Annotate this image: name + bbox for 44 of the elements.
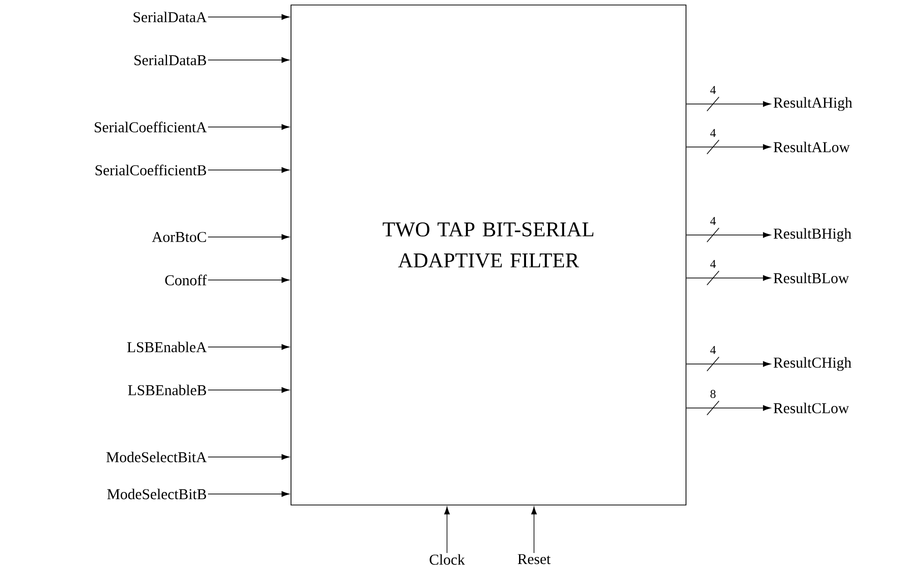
bus-width-label: 8: [710, 390, 716, 398]
arrow: [208, 277, 290, 283]
signal-label: SerialCoefficientA: [94, 122, 207, 132]
arrow: [686, 144, 771, 150]
signal-label: ResultBHigh: [774, 228, 852, 242]
signal-label: Reset: [518, 554, 551, 564]
arrow: [686, 101, 771, 107]
arrow: [686, 232, 771, 238]
signal-label: AorBtoC: [152, 232, 206, 242]
signal-label: SerialDataA: [134, 12, 207, 22]
arrow: [686, 405, 771, 411]
block-title: TWO TAP BIT-SERIAL ADAPTIVE FILTER: [382, 222, 594, 268]
arrow: [208, 387, 290, 393]
arrow: [531, 506, 537, 554]
signal-label: SerialCoefficientB: [96, 164, 206, 176]
arrow: [444, 506, 450, 554]
signal-label: ModeSelectBitA: [106, 452, 207, 462]
signal-label: LSBEnableA: [127, 342, 207, 352]
signal-label: Conoff: [165, 274, 207, 286]
arrow: [208, 491, 290, 497]
arrow: [208, 57, 290, 63]
filter-block: [290, 4, 686, 506]
arrow: [208, 344, 290, 350]
bus-width-label: 4: [710, 217, 716, 225]
signal-label: Clock: [430, 554, 465, 565]
bus-width-label: 4: [710, 346, 716, 354]
bus-width-label: 4: [710, 86, 716, 94]
arrow: [208, 167, 290, 173]
arrow: [208, 14, 290, 20]
signal-label: ResultCLow: [774, 402, 849, 414]
signal-label: LSBEnableB: [128, 384, 206, 396]
signal-label: SerialDataB: [134, 54, 206, 66]
arrow: [208, 234, 290, 240]
signal-label: ResultBLow: [774, 272, 849, 284]
signal-label: ModeSelectBitB: [107, 488, 206, 500]
arrow: [686, 275, 771, 281]
arrow: [208, 124, 290, 130]
arrow: [686, 361, 771, 367]
signal-label: ResultALow: [774, 142, 850, 152]
signal-label: ResultAHigh: [774, 97, 852, 111]
arrow: [208, 454, 290, 460]
signal-label: ResultCHigh: [774, 357, 852, 371]
bus-width-label: 4: [710, 129, 716, 137]
bus-width-label: 4: [710, 260, 716, 268]
